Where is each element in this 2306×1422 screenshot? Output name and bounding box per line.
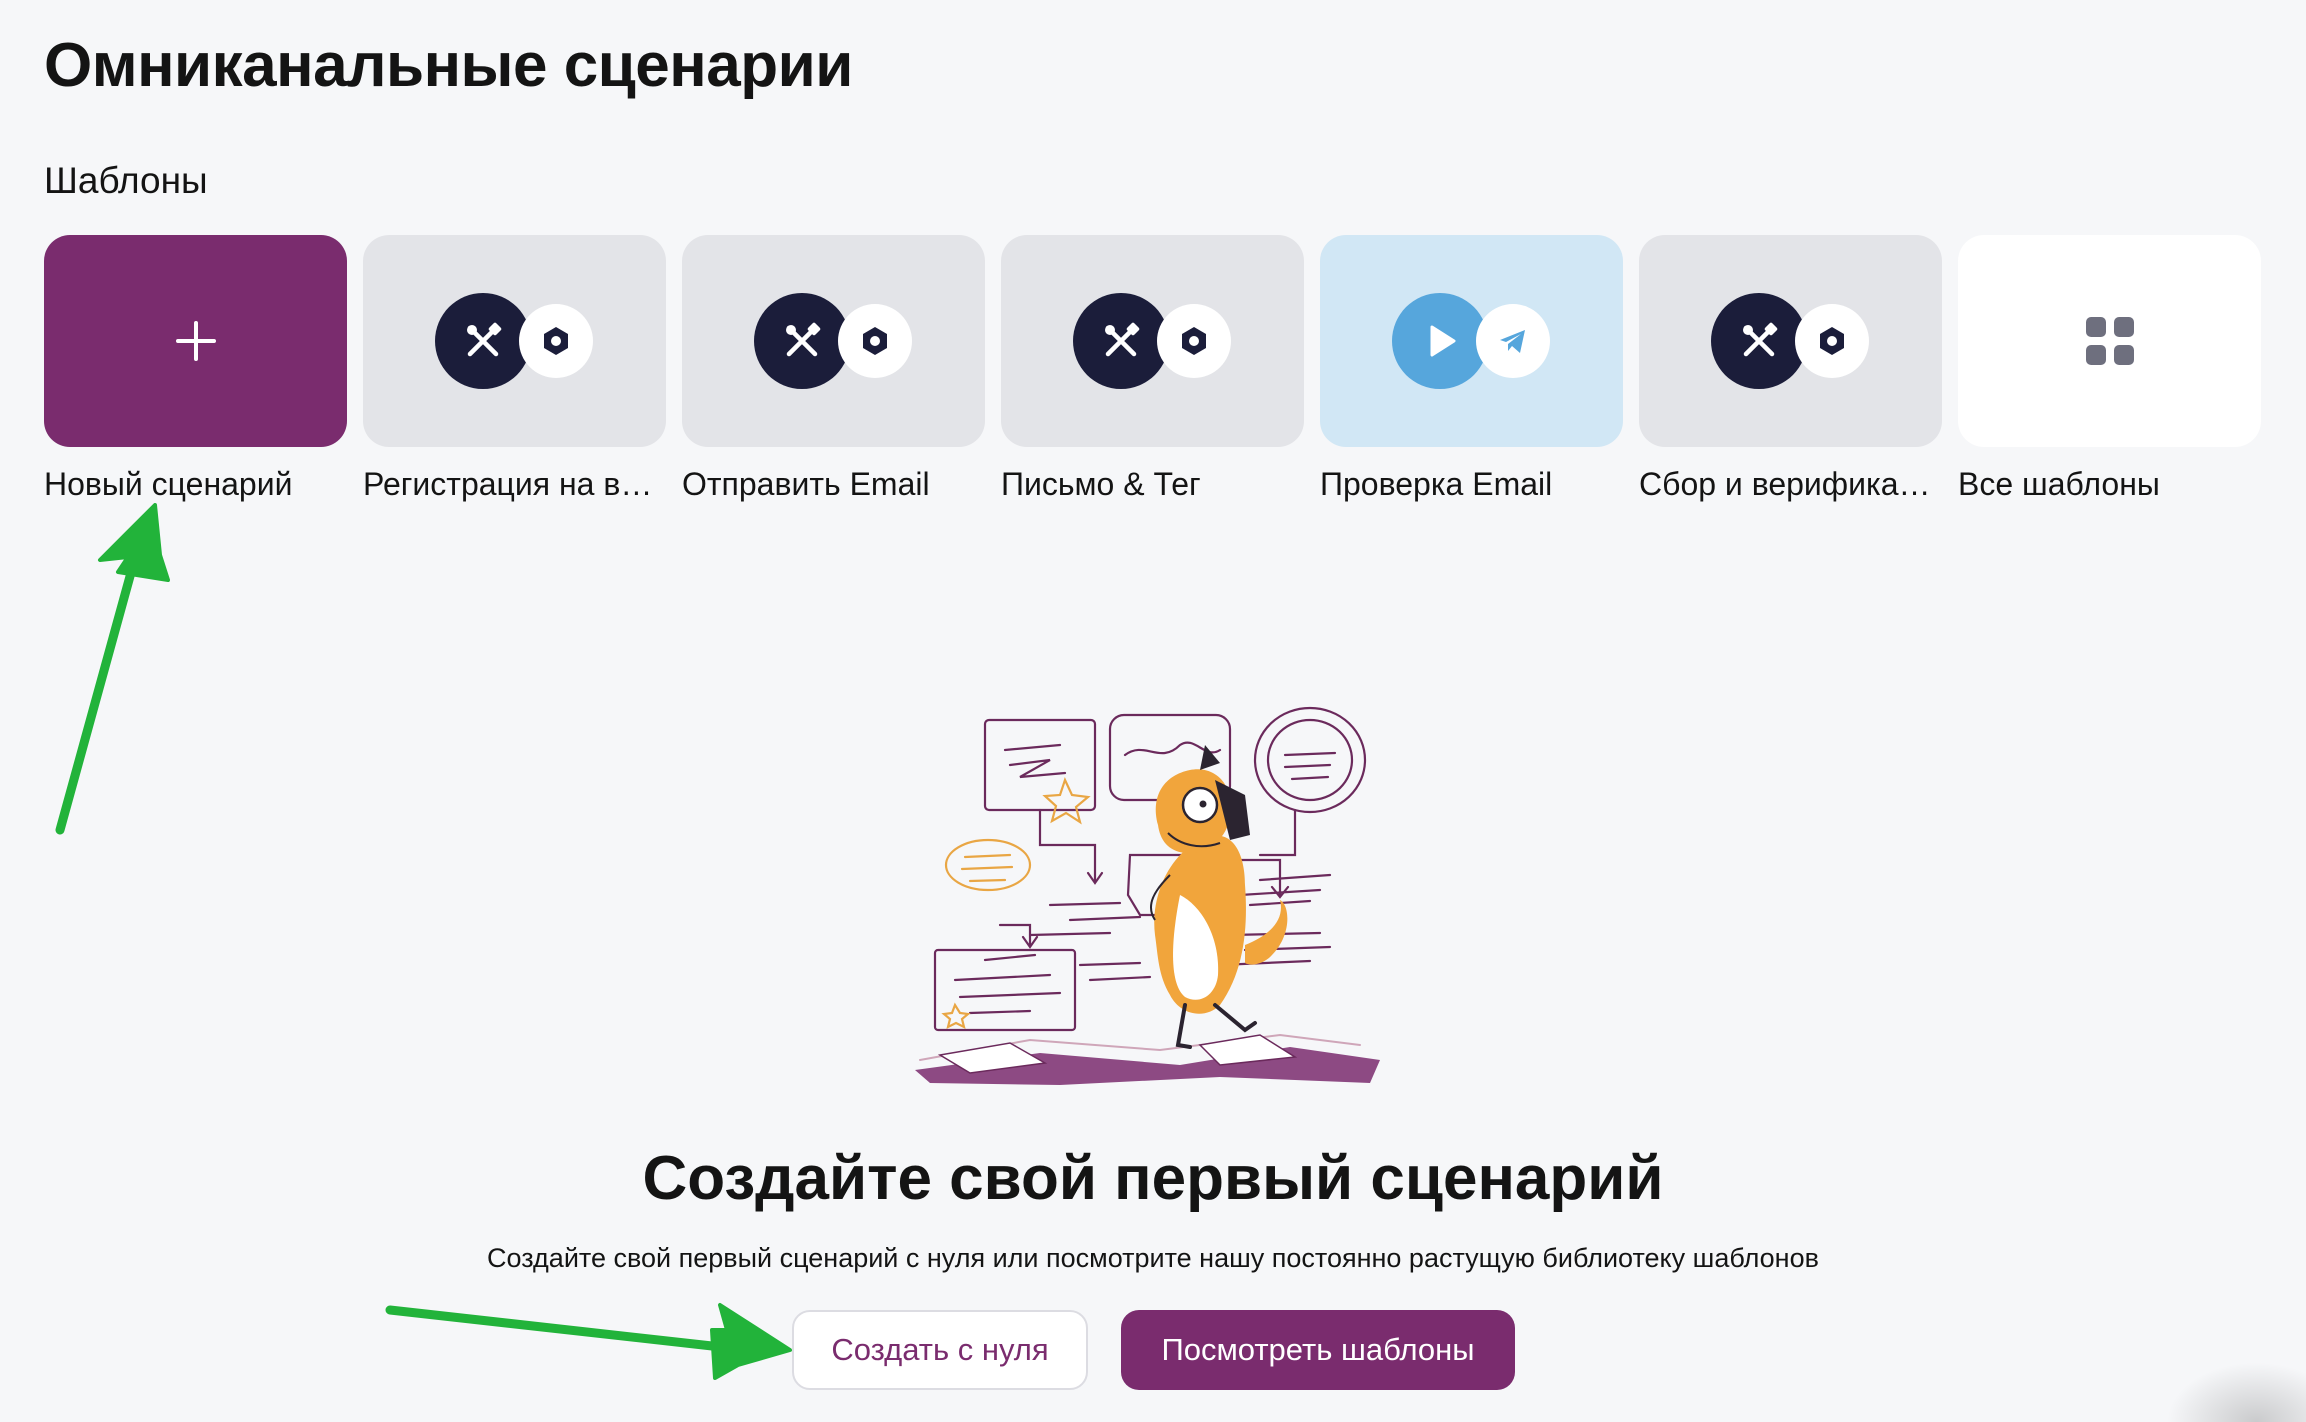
plus-icon bbox=[175, 321, 216, 361]
template-tile[interactable] bbox=[1001, 235, 1304, 447]
tools-icon bbox=[1072, 293, 1169, 389]
template-cards: Новый сценарий Регис bbox=[44, 235, 2261, 504]
template-icons bbox=[753, 293, 914, 389]
template-card-send-email[interactable]: Отправить Email bbox=[682, 235, 985, 504]
template-tile[interactable] bbox=[1958, 235, 2261, 447]
template-card-label: Сбор и верифика… bbox=[1639, 466, 1931, 502]
template-icons bbox=[1072, 293, 1233, 389]
templates-section-label: Шаблоны bbox=[44, 160, 208, 201]
grid-icon bbox=[2085, 317, 2134, 365]
template-card-label: Отправить Email bbox=[682, 466, 930, 502]
template-icons bbox=[1710, 293, 1871, 389]
template-card-label: Проверка Email bbox=[1320, 466, 1553, 502]
template-card-label: Регистрация на в… bbox=[363, 466, 653, 502]
template-card-email-check[interactable]: Проверка Email bbox=[1320, 235, 1623, 504]
tools-icon bbox=[1710, 293, 1807, 389]
corner-shadow bbox=[2166, 1362, 2306, 1422]
template-card-registration[interactable]: Регистрация на в… bbox=[363, 235, 666, 504]
template-card-label: Новый сценарий bbox=[44, 466, 293, 502]
view-templates-button[interactable]: Посмотреть шаблоны bbox=[1121, 1310, 1515, 1390]
template-tile[interactable] bbox=[44, 235, 347, 447]
template-card-label: Письмо & Тег bbox=[1001, 466, 1201, 502]
template-card-label: Все шаблоны bbox=[1958, 466, 2160, 502]
template-tile[interactable] bbox=[363, 235, 666, 447]
template-tile[interactable] bbox=[1320, 235, 1623, 447]
play-icon bbox=[1391, 293, 1488, 389]
template-card-all-templates[interactable]: Все шаблоны bbox=[1958, 235, 2261, 504]
template-icons bbox=[1391, 293, 1552, 389]
gear-icon bbox=[1156, 304, 1231, 378]
empty-state-title: Создайте свой первый сценарий bbox=[642, 1144, 1664, 1213]
gear-icon bbox=[1794, 304, 1869, 378]
tools-icon bbox=[434, 293, 531, 389]
template-card-new-scenario[interactable]: Новый сценарий bbox=[44, 235, 347, 504]
gear-icon bbox=[518, 304, 593, 378]
empty-state-subtitle: Создайте свой первый сценарий с нуля или… bbox=[487, 1243, 1819, 1273]
template-card-collect-verify[interactable]: Сбор и верифика… bbox=[1639, 235, 1942, 504]
telegram-icon bbox=[1475, 304, 1550, 378]
template-card-letter-tag[interactable]: Письмо & Тег bbox=[1001, 235, 1304, 504]
tools-icon bbox=[753, 293, 850, 389]
gear-icon bbox=[837, 304, 912, 378]
template-icons bbox=[434, 293, 595, 389]
empty-state-illustration bbox=[915, 706, 1380, 1085]
create-from-scratch-button[interactable]: Создать с нуля bbox=[792, 1310, 1088, 1390]
template-tile[interactable] bbox=[1639, 235, 1942, 447]
page-title: Омниканальные сценарии bbox=[44, 31, 853, 100]
template-tile[interactable] bbox=[682, 235, 985, 447]
